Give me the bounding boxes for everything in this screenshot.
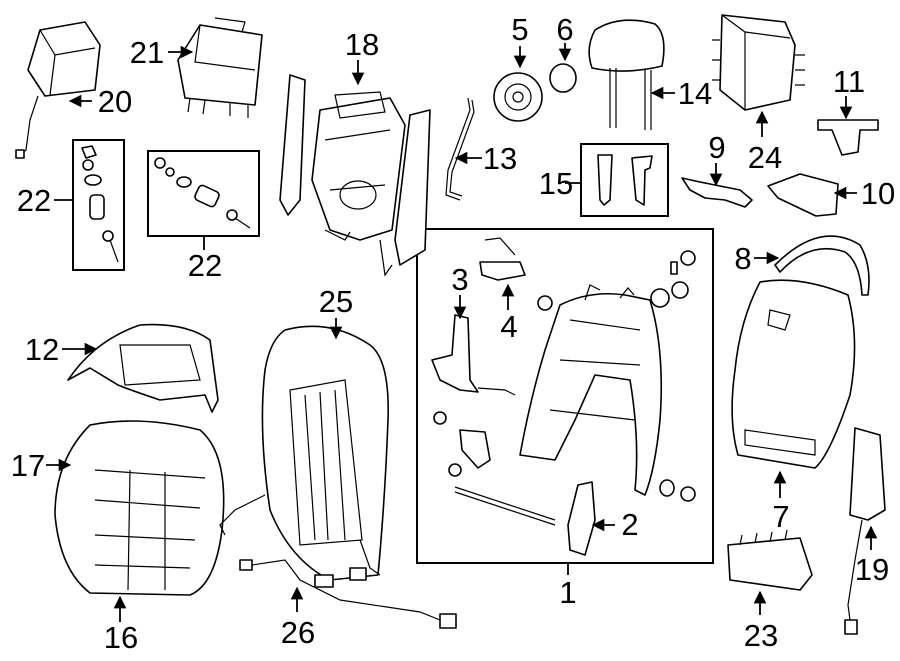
part-22b-hardware [154,157,251,229]
part-26-wire-harness [219,494,457,629]
callout-22-middle: 22 [188,248,222,283]
callout-10: 10 [861,176,895,211]
part-18-seat-back-frame-assy [279,74,431,277]
part-15-box [580,143,669,217]
part-19-side-switch [844,427,886,635]
callout-1: 1 [559,575,576,610]
callout-17: 17 [11,448,45,483]
part-12-side-trim [67,323,219,413]
callout-15: 15 [539,166,573,201]
part-23-connector-block [727,529,813,591]
part-7-seat-back-panel [731,279,856,469]
callout-5: 5 [511,12,528,47]
frame-fasteners [433,250,696,502]
callout-14: 14 [678,76,712,111]
callout-24: 24 [748,140,782,175]
callout-4: 4 [500,309,517,344]
part-24-electronic-module [712,14,805,111]
part-6-cap [549,63,577,93]
callout-7: 7 [772,499,789,534]
callout-16: 16 [104,620,138,655]
part-14-headrest [588,19,665,130]
seat-back-frame-group-box [416,228,714,564]
part-20-module [15,21,101,159]
part-9-bracket [681,177,753,208]
part-3-recliner-bracket [431,314,516,396]
callout-20: 20 [98,84,132,119]
callout-13: 13 [483,141,517,176]
part-17-seat-cushion-cover [54,420,225,596]
callout-8: 8 [734,241,751,276]
callout-23: 23 [744,618,778,653]
part-15-headrest-guides [597,154,653,206]
part-4-switch-assy [479,237,526,281]
part-25-seat-back-pad [261,325,389,581]
callout-6: 6 [556,12,573,47]
part-5-gear-knob [493,72,543,122]
part-21-control-unit [177,17,263,118]
callout-3: 3 [451,262,468,297]
part-10-trim-cover [767,173,839,217]
callout-22-left: 22 [17,183,51,218]
callout-9: 9 [708,130,725,165]
part-22a-hardware [81,145,119,263]
part-2-recliner-handle [454,481,596,556]
callout-26: 26 [281,615,315,650]
part-11-bracket [817,119,879,156]
callout-21: 21 [130,35,164,70]
part-13-rod [445,97,475,201]
part-22a-box [72,139,125,271]
callout-25: 25 [319,284,353,319]
callout-19: 19 [855,552,889,587]
callout-11: 11 [833,64,865,99]
callout-12: 12 [25,332,59,367]
part-1-seat-back-frame [519,284,663,496]
callout-2: 2 [621,507,638,542]
callout-18: 18 [345,27,379,62]
part-8-trim-strip [774,235,870,296]
